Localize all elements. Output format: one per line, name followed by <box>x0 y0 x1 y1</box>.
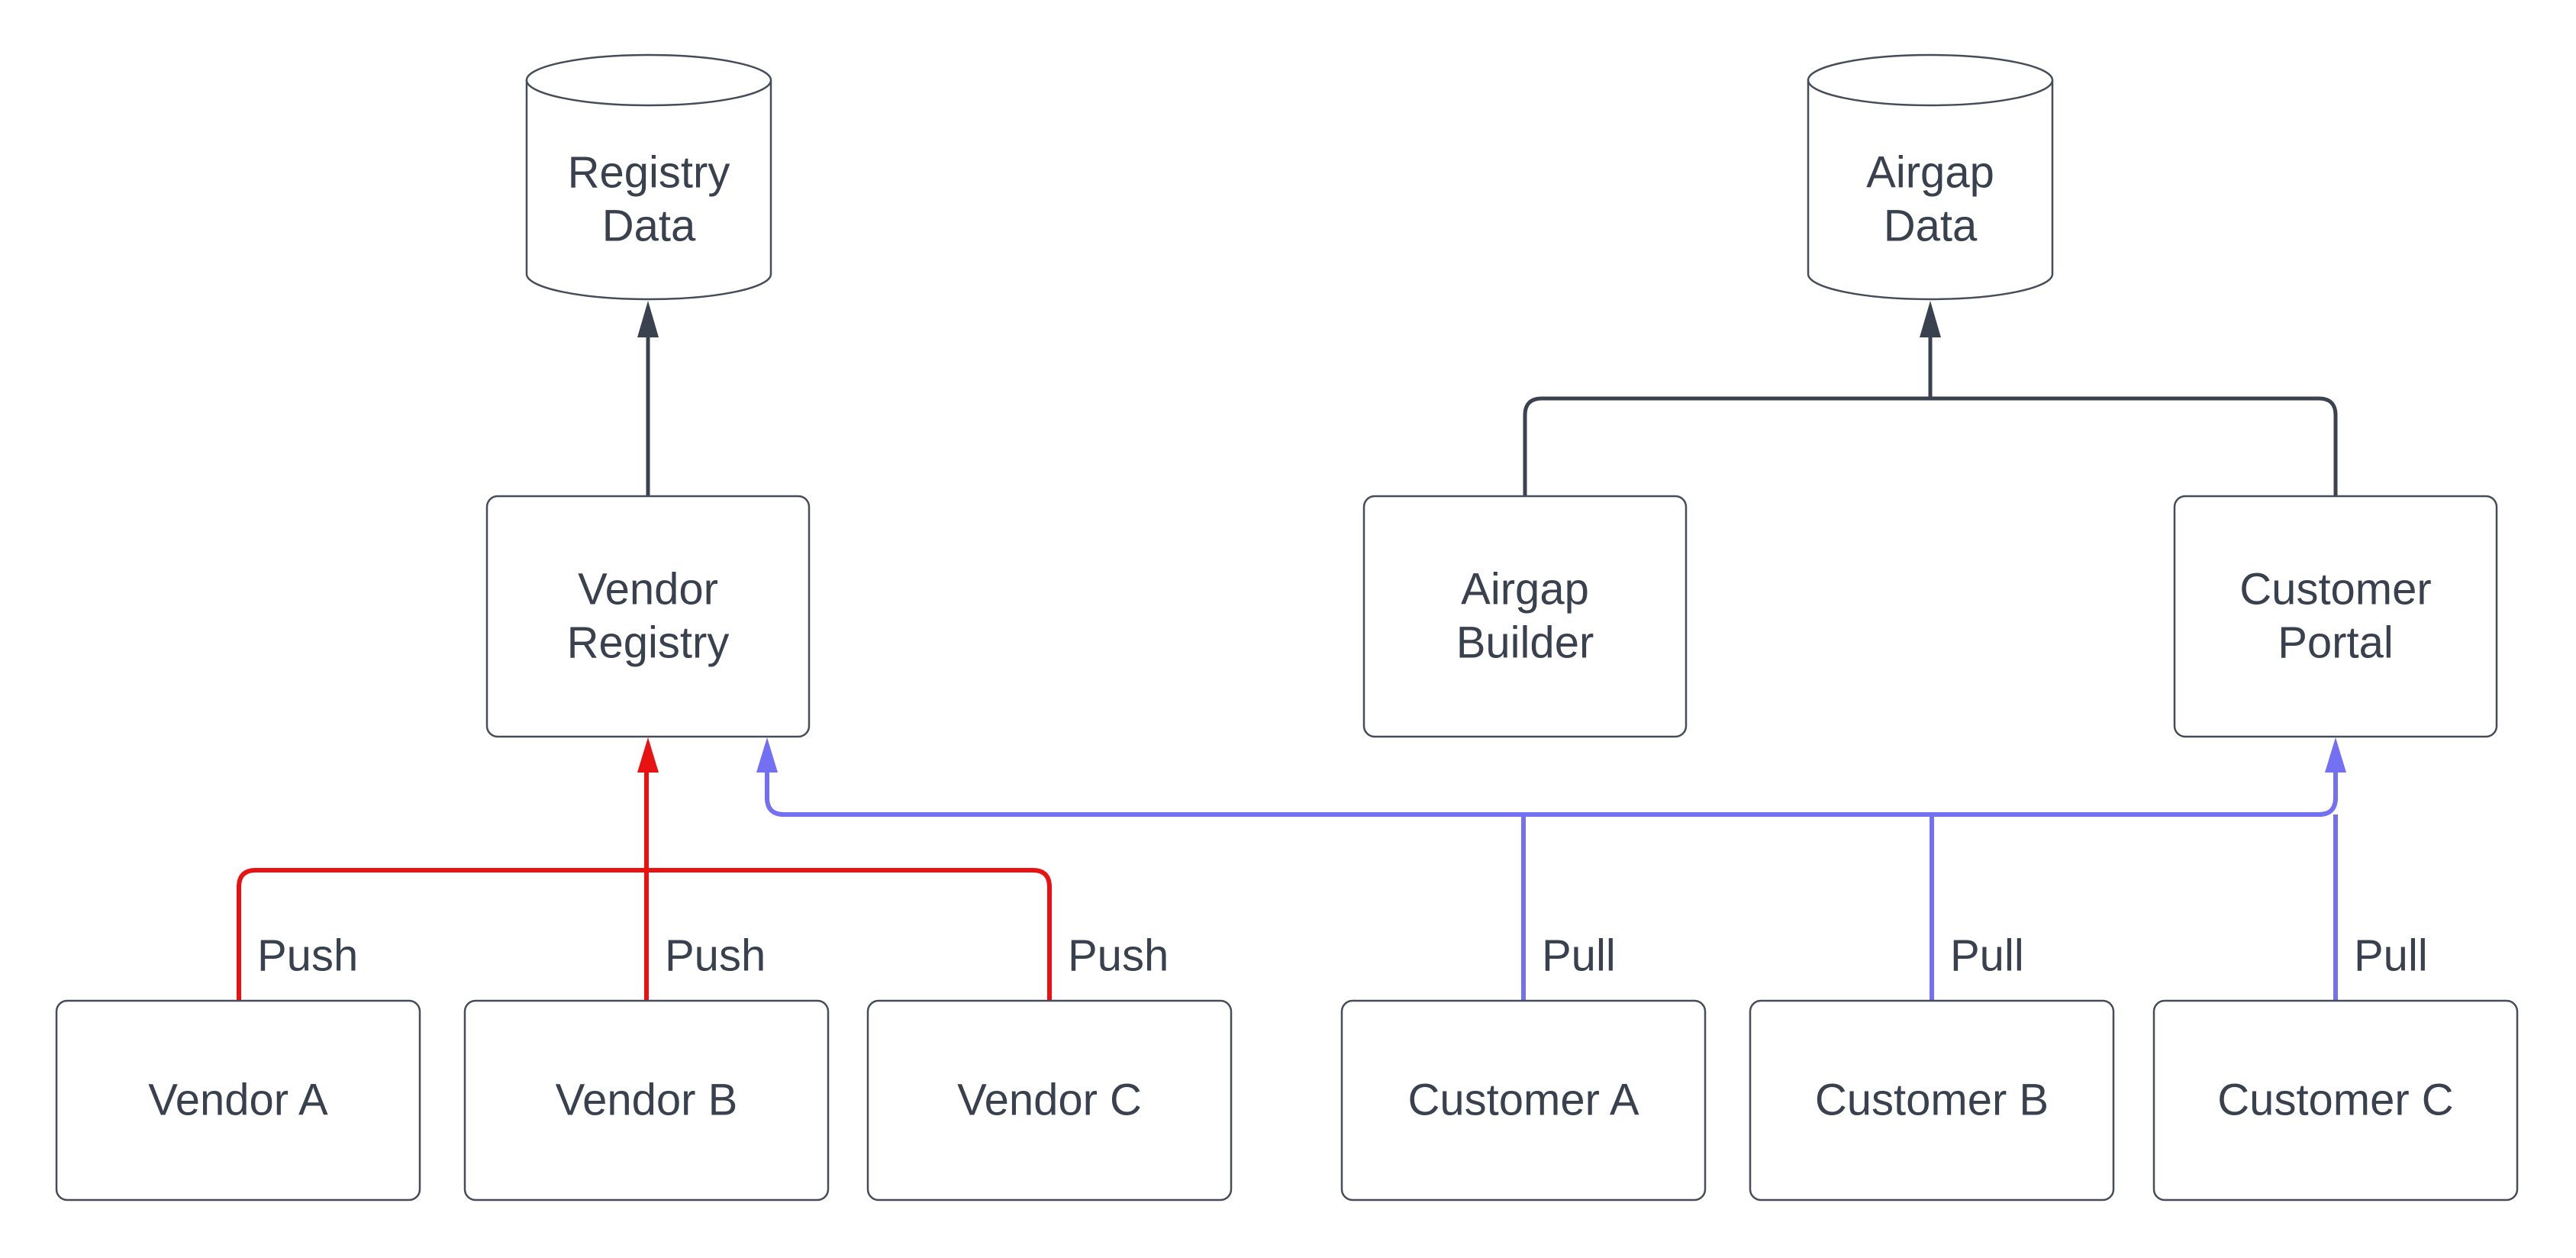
edge-label-push-3: Push <box>1068 931 1169 981</box>
arrowhead-pull-customer-portal <box>2325 737 2346 773</box>
arrowhead-push-vendor-registry <box>637 737 659 773</box>
node-registry-data: Registry Data <box>525 53 772 301</box>
edge-label-push-1: Push <box>257 931 358 981</box>
edge-label-pull-1: Pull <box>1542 931 1616 981</box>
arrowhead-pull-vendor-registry <box>756 737 778 773</box>
node-label: Vendor B <box>556 1076 738 1125</box>
node-vendor-registry: Vendor Registry <box>485 495 811 738</box>
node-box <box>866 999 1233 1202</box>
edge-label-pull-3: Pull <box>2354 931 2428 981</box>
node-label: Airgap <box>1866 148 1994 198</box>
node-label: Vendor <box>578 565 718 614</box>
node-label: Vendor C <box>957 1076 1142 1125</box>
node-label: Vendor A <box>148 1076 328 1125</box>
node-airgap-builder: Airgap Builder <box>1362 495 1688 738</box>
node-label: Builder <box>1456 618 1594 668</box>
node-label: Registry <box>567 618 730 668</box>
node-box <box>1340 999 1707 1202</box>
node-customer-c: Customer C <box>2152 999 2519 1202</box>
node-box <box>1749 999 2115 1202</box>
node-label: Portal <box>2278 618 2394 668</box>
node-customer-portal: Customer Portal <box>2173 495 2498 738</box>
edge-pull-trunk <box>765 771 2338 817</box>
cylinder-top <box>1807 53 2054 107</box>
node-label: Customer <box>2239 565 2431 614</box>
node-box <box>1362 495 1688 738</box>
edge-builder-portal-trunk <box>1523 396 2338 496</box>
node-vendor-c: Vendor C <box>866 999 1233 1202</box>
node-airgap-data: Airgap Data <box>1807 53 2054 301</box>
edge-label-push-2: Push <box>665 931 766 981</box>
node-vendor-b: Vendor B <box>463 999 830 1202</box>
cylinder-body <box>525 80 772 301</box>
cylinder-top <box>525 53 772 107</box>
node-customer-a: Customer A <box>1340 999 1707 1202</box>
cylinder-body <box>1807 80 2054 301</box>
node-label: Customer A <box>1408 1076 1639 1125</box>
node-box <box>55 999 421 1202</box>
node-label: Data <box>602 202 696 251</box>
node-label: Registry <box>568 148 730 198</box>
node-box <box>485 495 811 738</box>
node-box <box>463 999 830 1202</box>
arrowhead-airgap-data <box>1920 301 1941 337</box>
node-customer-b: Customer B <box>1749 999 2115 1202</box>
node-label: Data <box>1884 202 1978 251</box>
node-box <box>2152 999 2519 1202</box>
node-label: Airgap <box>1461 565 1589 614</box>
node-box <box>2173 495 2498 738</box>
node-label: Customer B <box>1815 1076 2049 1125</box>
edge-label-pull-2: Pull <box>1950 931 2024 981</box>
node-label: Customer C <box>2217 1076 2453 1125</box>
node-vendor-a: Vendor A <box>55 999 421 1202</box>
arrowhead-registry-data <box>637 301 659 337</box>
